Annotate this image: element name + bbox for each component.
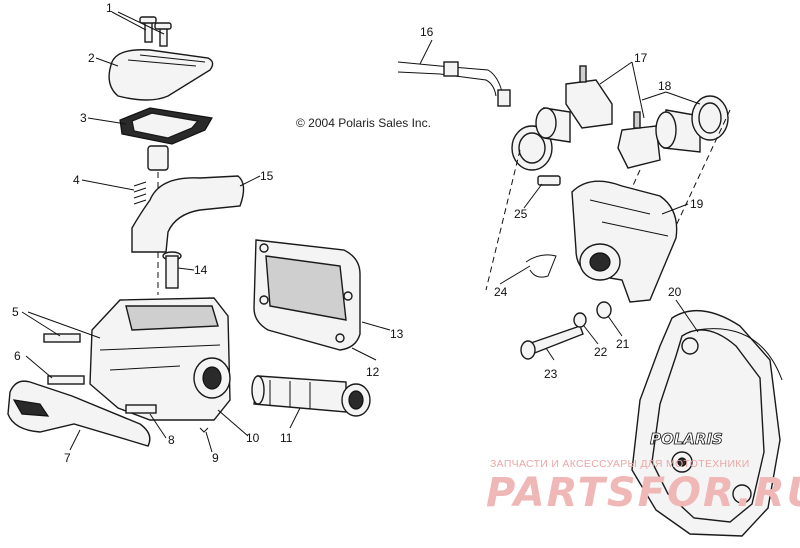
callout-24: 24: [494, 285, 508, 299]
part-bolts: [43, 333, 157, 414]
part-brake-pads: [565, 65, 661, 169]
part-caliper-bolt: [520, 325, 584, 360]
callout-4: 4: [73, 173, 80, 187]
watermark-brand: PARTSFOR.RU: [486, 470, 800, 516]
callout-1: 1: [106, 1, 113, 15]
callout-20: 20: [668, 285, 682, 299]
part-brake-lever: [7, 380, 151, 447]
watermark: ЗАПЧАСТИ И АКСЕССУАРЫ ДЛЯ МОТОТЕХНИКИ PA…: [486, 458, 800, 516]
part-caliper-body: [571, 180, 678, 303]
part-diaphragm: [119, 107, 213, 145]
callout-16: 16: [420, 25, 434, 39]
callout-7: 7: [64, 451, 71, 465]
callout-18: 18: [658, 79, 672, 93]
callout-23: 23: [544, 367, 558, 381]
callout-12: 12: [366, 365, 380, 379]
part-clip: [199, 427, 209, 433]
part-bleeder: [537, 175, 561, 186]
callout-17: 17: [634, 51, 648, 65]
copyright-text: © 2004 Polaris Sales Inc.: [296, 116, 431, 130]
watermark-tagline: ЗАПЧАСТИ И АКСЕССУАРЫ ДЛЯ МОТОТЕХНИКИ: [490, 458, 750, 470]
callout-6: 6: [14, 349, 21, 363]
callout-8: 8: [168, 433, 175, 447]
callout-2: 2: [88, 51, 95, 65]
part-spring: [133, 181, 147, 205]
part-flat-washer: [596, 301, 612, 319]
part-lock-washer: [573, 312, 587, 328]
part-caliper-piston-left: [511, 107, 571, 171]
callout-9: 9: [212, 451, 219, 465]
part-cup: [147, 145, 169, 171]
callout-10: 10: [246, 431, 260, 445]
callout-25: 25: [514, 207, 528, 221]
callout-13: 13: [390, 327, 404, 341]
part-pivot-pin: [162, 251, 182, 289]
callout-19: 19: [690, 197, 704, 211]
callout-numbers: 1 2 3 4 5 6 7 8 9 10 11 12 13 14 15 16 1…: [12, 1, 704, 465]
callout-11: 11: [280, 431, 293, 445]
callout-3: 3: [80, 111, 87, 125]
callout-5: 5: [12, 305, 19, 319]
part-lever-bracket: [131, 175, 245, 253]
callout-22: 22: [594, 345, 608, 359]
part-master-cylinder-housing: [89, 297, 231, 421]
part-screws: [139, 16, 172, 47]
part-reservoir-cover: [108, 49, 214, 101]
callout-21: 21: [616, 337, 630, 351]
polaris-logo: POLARIS: [650, 430, 723, 448]
callout-14: 14: [194, 263, 208, 277]
part-retaining-clip: [525, 254, 557, 278]
leader-lines: [21, 11, 701, 453]
callout-15: 15: [260, 169, 274, 183]
part-caliper-piston-right: [655, 95, 729, 153]
part-piston: [251, 375, 371, 417]
part-brake-line: [397, 61, 511, 107]
